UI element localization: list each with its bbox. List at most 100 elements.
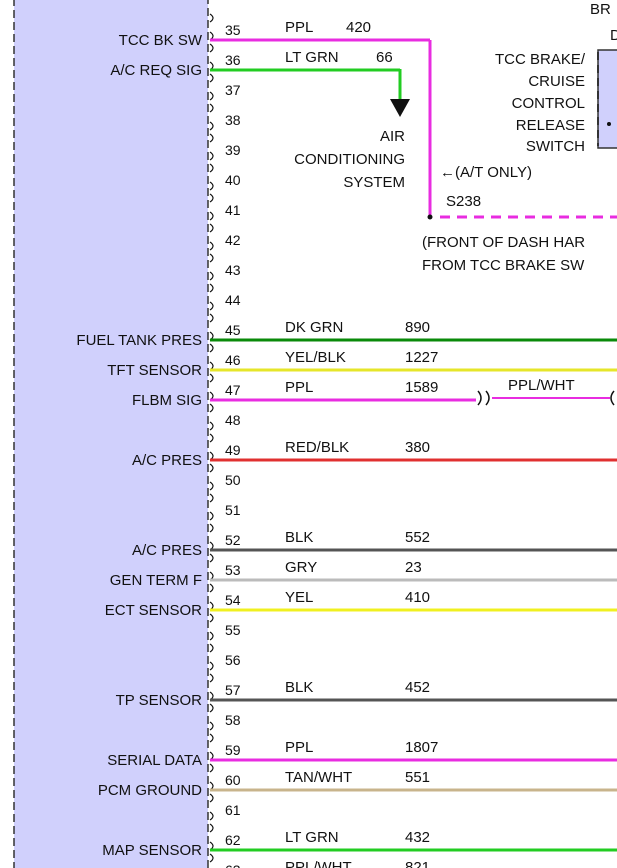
connector-47-male: [485, 390, 490, 406]
ac-system-line2: CONDITIONING: [294, 151, 405, 168]
circuit-number-63: 821: [405, 859, 430, 868]
pin-terminal-51: [209, 493, 214, 521]
pin-terminal-37: [209, 73, 214, 101]
ac-system-line1: AIR: [380, 128, 405, 145]
pin-row-38: 38: [209, 103, 241, 131]
pin-terminal-36: [209, 43, 214, 71]
pin-number-38: 38: [225, 112, 241, 128]
pin-terminal-39: [209, 133, 214, 161]
pin-number-59: 59: [225, 742, 241, 758]
ac-system-arrow-icon: [390, 99, 410, 117]
tcc-switch-line2: CRUISE: [528, 73, 585, 90]
wire-color-36: LT GRN: [285, 49, 339, 66]
pin-label-54: ECT SENSOR: [105, 602, 202, 619]
circuit-number-47: 1589: [405, 379, 438, 396]
pin-number-52: 52: [225, 532, 241, 548]
pin-label-36: A/C REQ SIG: [110, 62, 202, 79]
pin-terminal-44: [209, 283, 214, 311]
pin-number-57: 57: [225, 682, 241, 698]
pin-number-35: 35: [225, 22, 241, 38]
pin-terminal-57: [209, 673, 214, 701]
pin-number-62: 62: [225, 832, 241, 848]
pin-terminal-58: [209, 703, 214, 731]
pin-terminal-53: [209, 553, 214, 581]
circuit-number-35: 420: [346, 19, 371, 36]
pin-number-55: 55: [225, 622, 241, 638]
pin-number-45: 45: [225, 322, 241, 338]
pin-row-40: 40: [209, 163, 241, 191]
pin-number-37: 37: [225, 82, 241, 98]
circuit-number-46: 1227: [405, 349, 438, 366]
pin-terminal-59: [209, 733, 214, 761]
pin-terminal-50: [209, 463, 214, 491]
tcc-switch-line1: TCC BRAKE/: [495, 51, 586, 68]
wire-color-35: PPL: [285, 19, 313, 36]
pin-row-39: 39: [209, 133, 241, 161]
pin-terminal-40: [209, 163, 214, 191]
pin-terminal-60: [209, 763, 214, 791]
pin-terminal-38: [209, 103, 214, 131]
circuit-number-54: 410: [405, 589, 430, 606]
pin-terminal-54: [209, 583, 214, 611]
pin-terminal-61: [209, 793, 214, 821]
circuit-number-53: 23: [405, 559, 422, 576]
pin-row-61: 61: [209, 793, 241, 821]
pin-label-46: TFT SENSOR: [107, 362, 202, 379]
pin-number-41: 41: [225, 202, 241, 218]
wire-color-62: LT GRN: [285, 829, 339, 846]
connector-47-color: PPL/WHT: [508, 377, 575, 394]
at-only-label: ←(A/T ONLY): [440, 164, 532, 181]
pin-terminal-48: [209, 403, 214, 431]
tcc-switch-box: [597, 49, 617, 149]
splice-s238-label: S238: [446, 193, 481, 210]
tcc-switch-line5: SWITCH: [526, 138, 585, 155]
pin-number-44: 44: [225, 292, 241, 308]
pin-label-57: TP SENSOR: [116, 692, 203, 709]
pin-number-61: 61: [225, 802, 241, 818]
pin-row-56: 56: [209, 643, 241, 671]
pin-row-37: 37: [209, 73, 241, 101]
connector-47-far-end: [610, 390, 615, 406]
pin-label-52: A/C PRES: [132, 542, 202, 559]
pin-terminal-45: [209, 313, 214, 341]
pin-number-42: 42: [225, 232, 241, 248]
pin-row-43: 43: [209, 253, 241, 281]
wire-color-63: PPL/WHT: [285, 859, 352, 868]
pin-terminal-35: [209, 13, 214, 41]
wire-color-52: BLK: [285, 529, 313, 546]
pin-terminal-46: [209, 343, 214, 371]
pin-number-53: 53: [225, 562, 241, 578]
wire-color-60: TAN/WHT: [285, 769, 352, 786]
pin-row-42: 42: [209, 223, 241, 251]
wire-color-53: GRY: [285, 559, 317, 576]
circuit-number-52: 552: [405, 529, 430, 546]
tcc-switch-line4: RELEASE: [516, 117, 585, 134]
pin-row-50: 50: [209, 463, 241, 491]
pin-row-44: 44: [209, 283, 241, 311]
pin-number-56: 56: [225, 652, 241, 668]
splice-s238-dot: [427, 214, 433, 220]
pin-number-48: 48: [225, 412, 241, 428]
pin-terminal-41: [209, 193, 214, 221]
pin-number-39: 39: [225, 142, 241, 158]
wire-color-59: PPL: [285, 739, 313, 756]
pin-row-55: 55: [209, 613, 241, 641]
pin-number-47: 47: [225, 382, 241, 398]
pin-terminal-42: [209, 223, 214, 251]
circuit-number-49: 380: [405, 439, 430, 456]
pin-terminal-63: [209, 853, 214, 863]
wire-color-46: YEL/BLK: [285, 349, 346, 366]
pin-label-47: FLBM SIG: [132, 392, 202, 409]
pin-terminal-62: [209, 823, 214, 851]
pin-row-48: 48: [209, 403, 241, 431]
